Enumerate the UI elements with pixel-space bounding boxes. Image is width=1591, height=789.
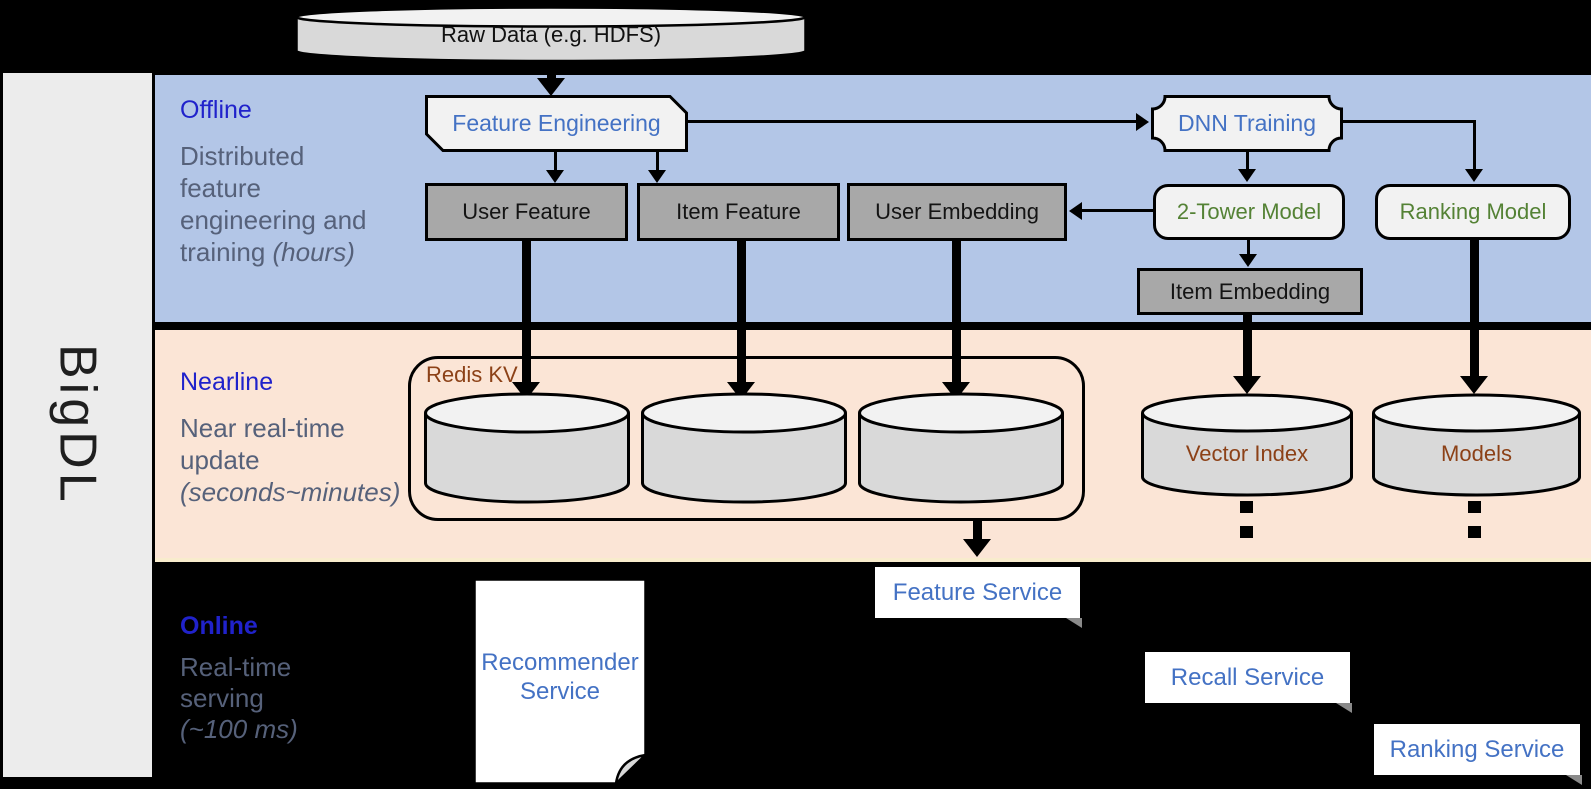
nearline-subtitle-italic: (seconds~minutes): [180, 477, 401, 507]
cylinder-shape: [641, 392, 847, 504]
models-dashed-link: [1468, 526, 1481, 538]
offline-subtitle-italic: (hours): [272, 237, 355, 267]
feature-engineering-label: Feature Engineering: [452, 110, 661, 136]
item-embedding-label: Item Embedding: [1169, 278, 1331, 304]
vector-index-dashed-link: [1240, 501, 1253, 513]
user-embedding-node: User Embedding: [847, 183, 1067, 241]
vector-index-dashed-link: [1240, 526, 1253, 538]
cylinder-shape: [295, 6, 807, 62]
dnn-training-node: DNN Training: [1151, 95, 1343, 152]
online-subtitle-italic: (~100 ms): [180, 714, 298, 744]
nearline-subtitle: Near real-time update (seconds~minutes): [180, 413, 401, 507]
vector-index-label: Vector Index: [1185, 441, 1309, 466]
recall-service-node: Recall Service: [1145, 652, 1352, 713]
vector-index-store: Vector Index: [1141, 393, 1353, 497]
feature-service-label: Feature Service: [892, 578, 1063, 606]
models-store: Models: [1372, 393, 1581, 497]
ranking-model-label: Ranking Model: [1399, 199, 1547, 224]
recommender-service-label: Recommender Service: [481, 649, 639, 705]
user-feature-label: User Feature: [462, 199, 591, 224]
models-label: Models: [1441, 441, 1512, 466]
document-shape: [473, 578, 647, 785]
user-feature-node: User Feature: [425, 183, 628, 241]
dnn-training-label: DNN Training: [1177, 110, 1317, 136]
online-subtitle: Real-time serving (~100 ms): [180, 652, 298, 744]
redis-kv-group: [408, 356, 1085, 521]
redis-kv-label: Redis KV: [426, 362, 518, 387]
redis-cylinder-user-feature: [424, 392, 630, 504]
models-dashed-link: [1468, 501, 1481, 513]
recall-service-label: Recall Service: [1170, 663, 1325, 691]
nearline-title: Nearline: [180, 368, 274, 396]
cylinder-shape: [1372, 393, 1581, 497]
ranking-service-node: Ranking Service: [1374, 724, 1582, 785]
feature-service-node: Feature Service: [875, 567, 1082, 628]
cylinder-shape: [858, 392, 1064, 504]
user-embedding-label: User Embedding: [875, 199, 1039, 224]
ranking-service-label: Ranking Service: [1389, 735, 1565, 763]
raw-data-store: Raw Data (e.g. HDFS): [295, 6, 807, 62]
item-embedding-node: Item Embedding: [1137, 268, 1363, 315]
two-tower-model-node: 2-Tower Model: [1153, 184, 1345, 240]
offline-title: Offline: [180, 96, 252, 124]
plaque-shape: [1151, 95, 1343, 152]
item-feature-label: Item Feature: [676, 199, 801, 224]
cylinder-shape: [1141, 393, 1353, 497]
redis-cylinder-item-feature: [641, 392, 847, 504]
redis-cylinder-user-embedding: [858, 392, 1064, 504]
cylinder-shape: [424, 392, 630, 504]
two-tower-model-label: 2-Tower Model: [1176, 199, 1322, 224]
item-feature-node: Item Feature: [637, 183, 840, 241]
offline-subtitle: Distributed feature engineering and trai…: [180, 141, 367, 267]
bigdl-sidebar: BigDL: [3, 73, 152, 777]
snip-corner-shape: [425, 95, 688, 152]
recommender-service-node: Recommender Service: [473, 578, 647, 785]
raw-data-label: Raw Data (e.g. HDFS): [440, 22, 662, 47]
online-title: Online: [180, 612, 258, 640]
feature-engineering-node: Feature Engineering: [425, 95, 688, 152]
bigdl-logo-text: BigDL: [48, 344, 107, 506]
ranking-model-node: Ranking Model: [1375, 184, 1571, 240]
